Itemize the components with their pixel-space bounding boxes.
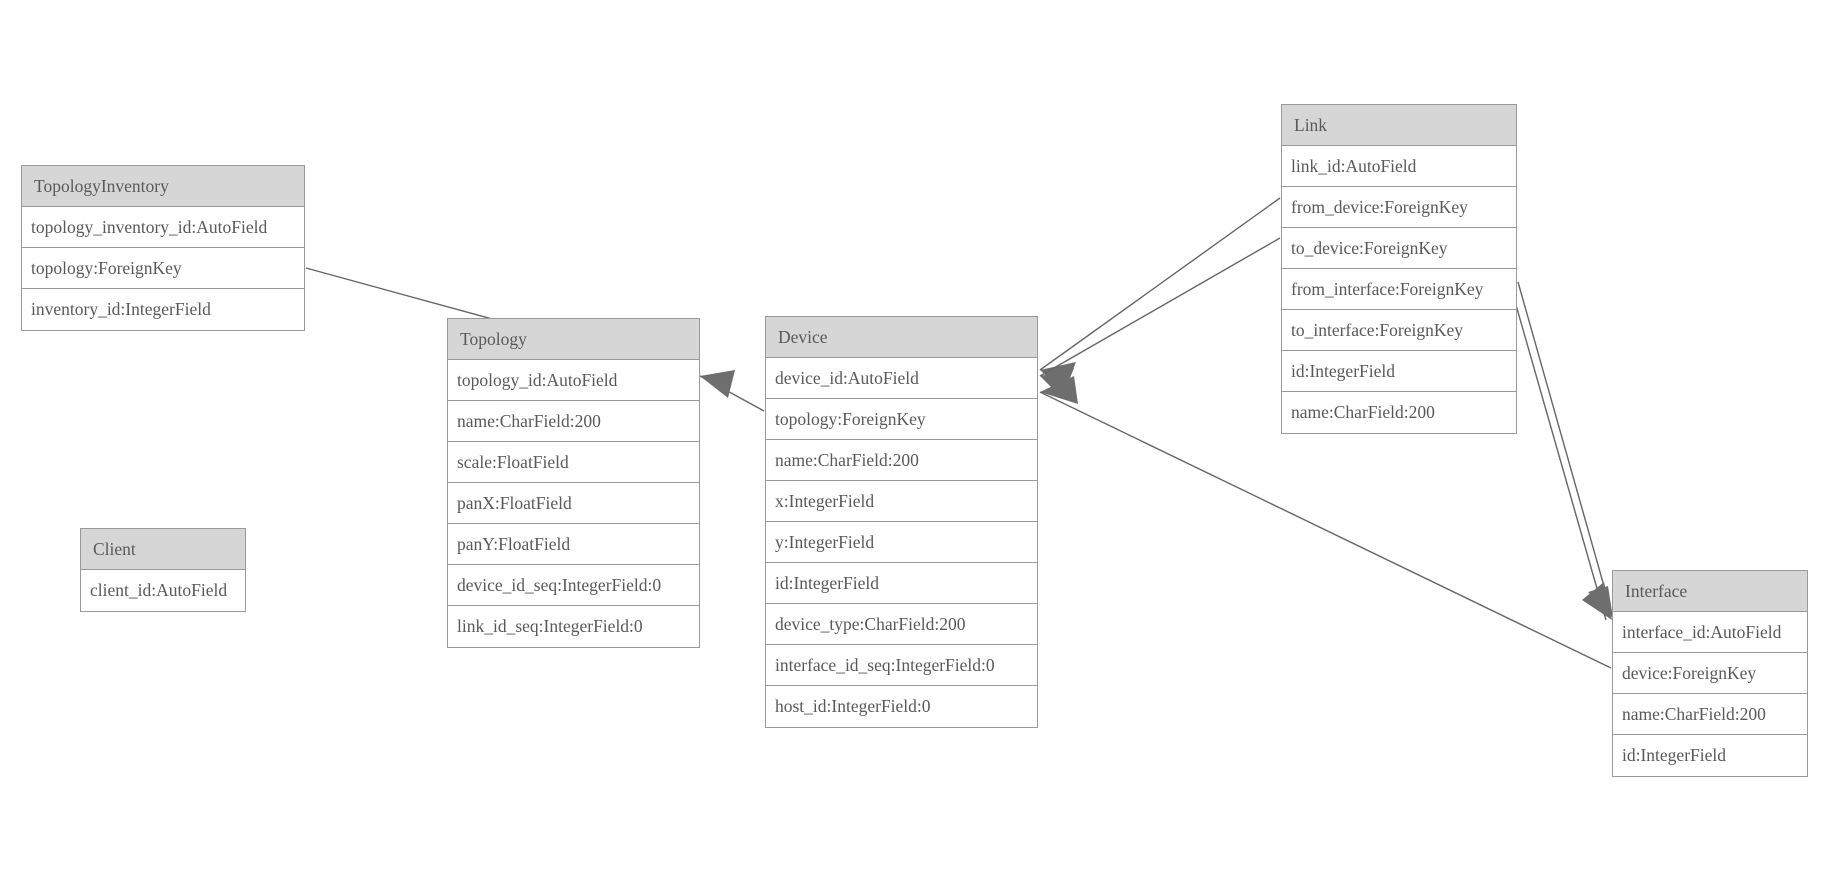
entity-field: panX:FloatField	[448, 483, 699, 524]
entity-field: from_device:ForeignKey	[1282, 187, 1516, 228]
entity-field: name:CharField:200	[1613, 694, 1807, 735]
entity-field: client_id:AutoField	[81, 570, 245, 611]
entity-device[interactable]: Device device_id:AutoField topology:Fore…	[765, 316, 1038, 728]
entity-field: topology:ForeignKey	[22, 248, 304, 289]
entity-topologyinventory[interactable]: TopologyInventory topology_inventory_id:…	[21, 165, 305, 331]
entity-field: to_interface:ForeignKey	[1282, 310, 1516, 351]
entity-field: scale:FloatField	[448, 442, 699, 483]
entity-title: Link	[1282, 105, 1516, 146]
entity-field: inventory_id:IntegerField	[22, 289, 304, 330]
entity-field: device_id:AutoField	[766, 358, 1037, 399]
entity-title: TopologyInventory	[22, 166, 304, 207]
entity-field: device_id_seq:IntegerField:0	[448, 565, 699, 606]
entity-field: id:IntegerField	[766, 563, 1037, 604]
entity-field: name:CharField:200	[766, 440, 1037, 481]
entity-field: from_interface:ForeignKey	[1282, 269, 1516, 310]
entity-field: id:IntegerField	[1613, 735, 1807, 776]
entity-field: interface_id:AutoField	[1613, 612, 1807, 653]
relationship-link-from-interface	[1517, 281, 1614, 619]
entity-field: y:IntegerField	[766, 522, 1037, 563]
entity-field: link_id_seq:IntegerField:0	[448, 606, 699, 647]
entity-field: topology:ForeignKey	[766, 399, 1037, 440]
entity-field: name:CharField:200	[448, 401, 699, 442]
entity-interface[interactable]: Interface interface_id:AutoField device:…	[1612, 570, 1808, 777]
relationship-device-topology	[699, 370, 765, 412]
entity-field: topology_inventory_id:AutoField	[22, 207, 304, 248]
relationship-link-to-device	[1039, 237, 1281, 398]
entity-title: Device	[766, 317, 1037, 358]
entity-topology[interactable]: Topology topology_id:AutoField name:Char…	[447, 318, 700, 648]
entity-field: device_type:CharField:200	[766, 604, 1037, 645]
entity-field: link_id:AutoField	[1282, 146, 1516, 187]
relationship-link-from-device	[1039, 197, 1281, 392]
entity-field: to_device:ForeignKey	[1282, 228, 1516, 269]
entity-field: id:IntegerField	[1282, 351, 1516, 392]
entity-client[interactable]: Client client_id:AutoField	[80, 528, 246, 612]
entity-field: interface_id_seq:IntegerField:0	[766, 645, 1037, 686]
entity-field: x:IntegerField	[766, 481, 1037, 522]
entity-title: Interface	[1613, 571, 1807, 612]
relationship-link-to-interface	[1509, 283, 1612, 621]
entity-field: device:ForeignKey	[1613, 653, 1807, 694]
entity-field: panY:FloatField	[448, 524, 699, 565]
entity-field: topology_id:AutoField	[448, 360, 699, 401]
entity-title: Client	[81, 529, 245, 570]
entity-title: Topology	[448, 319, 699, 360]
entity-field: name:CharField:200	[1282, 392, 1516, 433]
entity-field: host_id:IntegerField:0	[766, 686, 1037, 727]
entity-link[interactable]: Link link_id:AutoField from_device:Forei…	[1281, 104, 1517, 434]
